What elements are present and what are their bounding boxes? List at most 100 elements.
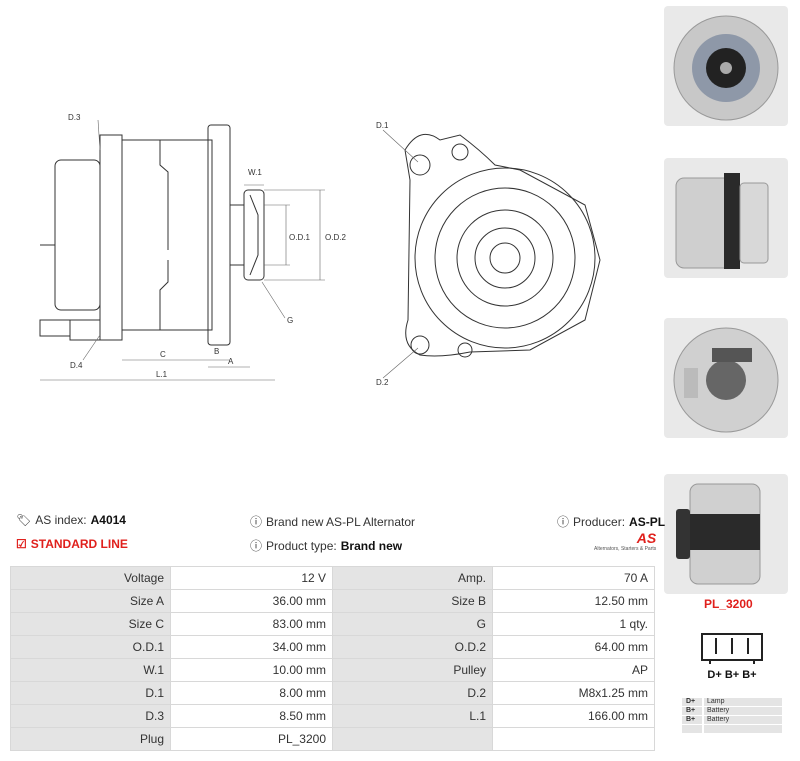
spec-label: D.3: [10, 704, 171, 728]
spec-value: 8.50 mm: [170, 704, 333, 728]
plug-pin-name: B+: [682, 716, 702, 724]
shaft-nut: [489, 242, 521, 274]
info-icon: ⓘ: [250, 539, 263, 553]
product-type-label: Product type:: [266, 538, 337, 553]
photo-top-view[interactable]: [664, 474, 788, 594]
spec-value: 166.00 mm: [492, 704, 655, 728]
spec-value: 36.00 mm: [170, 589, 333, 613]
spec-label: D.1: [10, 681, 171, 705]
plug-pin-name: [682, 725, 702, 733]
spec-value: 8.00 mm: [170, 681, 333, 705]
tag-icon: 🏷︎: [16, 513, 32, 527]
spec-value: M8x1.25 mm: [492, 681, 655, 705]
checkbox-icon: ☑: [16, 537, 27, 551]
label-b: B: [214, 347, 219, 356]
pulley-face: [456, 209, 554, 307]
spec-value: 10.00 mm: [170, 658, 333, 682]
producer-label: Producer:: [573, 514, 626, 529]
rear-flange: [99, 134, 123, 341]
mount-hole-bottom: [410, 335, 430, 355]
spec-value: 64.00 mm: [492, 635, 655, 659]
plug-diagram: D+ B+ B+: [701, 633, 763, 681]
label-d2: D.2: [376, 378, 389, 387]
spec-label: Amp.: [332, 566, 493, 590]
as-index-value: A4014: [90, 513, 126, 527]
spec-label: L.1: [332, 704, 493, 728]
photo-front-pulley[interactable]: [664, 6, 788, 126]
spec-value: 12.50 mm: [492, 589, 655, 613]
pulley-groove: [249, 194, 259, 276]
spec-label: Plug: [10, 727, 171, 751]
technical-drawing: D.3 D.4 W.1 O.D.1 O.D.2 G C B A L.1 D.1 …: [39, 113, 601, 387]
plug-legend-row: B+Battery: [682, 707, 782, 715]
label-g: G: [287, 316, 293, 325]
spec-value: 83.00 mm: [170, 612, 333, 636]
photo-side-view[interactable]: [664, 158, 788, 278]
spec-label: [332, 727, 493, 751]
pulley-inner: [474, 227, 536, 289]
spec-label: O.D.1: [10, 635, 171, 659]
mount-hole-top: [409, 154, 431, 176]
plug-pins: D+ B+ B+: [707, 669, 756, 681]
plug-legend-row: D+Lamp: [682, 698, 782, 706]
mount-hole-top-right: [451, 143, 469, 161]
spec-label: Size C: [10, 612, 171, 636]
producer: ⓘ Producer: AS-PL: [557, 513, 665, 530]
logo-tagline: Alternators, Starters & Parts: [594, 546, 657, 552]
spec-label: Pulley: [332, 658, 493, 682]
spec-value: 34.00 mm: [170, 635, 333, 659]
label-d3: D.3: [68, 113, 81, 122]
spec-label: D.2: [332, 681, 493, 705]
pulley-side: [243, 189, 265, 281]
stator-body: [121, 139, 213, 331]
photo-rear-view[interactable]: [664, 318, 788, 438]
as-index: 🏷︎ AS index: A4014: [16, 513, 126, 527]
front-outer-ring: [414, 167, 596, 349]
terminal-block: [69, 319, 101, 341]
as-pl-logo: AS Alternators, Starters & Parts: [594, 530, 656, 552]
spec-label: O.D.2: [332, 635, 493, 659]
stator-split: [159, 140, 169, 330]
label-d1: D.1: [376, 121, 389, 130]
info-icon: ⓘ: [557, 515, 570, 529]
plug-pin-name: D+: [682, 698, 702, 706]
producer-value: AS-PL: [629, 514, 666, 529]
spec-value: [492, 727, 655, 751]
plug-legend-row: B+Battery: [682, 716, 782, 724]
spec-value: 1 qty.: [492, 612, 655, 636]
description-text: Brand new AS-PL Alternator: [266, 514, 415, 529]
label-a: A: [228, 357, 234, 366]
shaft-hub: [229, 204, 245, 266]
description: ⓘ Brand new AS-PL Alternator: [250, 513, 415, 530]
spec-value: 12 V: [170, 566, 333, 590]
label-od1: O.D.1: [289, 233, 310, 242]
as-index-label: AS index:: [35, 513, 87, 527]
spec-label: Size A: [10, 589, 171, 613]
label-c: C: [160, 350, 166, 359]
front-housing: [404, 133, 601, 357]
product-type: ⓘ Product type: Brand new: [250, 537, 402, 554]
spec-value: 70 A: [492, 566, 655, 590]
spec-label: W.1: [10, 658, 171, 682]
spec-label: G: [332, 612, 493, 636]
product-type-value: Brand new: [340, 538, 403, 553]
spec-value: PL_3200: [170, 727, 333, 751]
front-flange: [207, 124, 231, 346]
spec-label: Voltage: [10, 566, 171, 590]
plug-legend-row: [682, 725, 782, 733]
plug-title: PL_3200: [704, 597, 753, 611]
rear-housing: [54, 159, 101, 311]
info-icon: ⓘ: [250, 515, 263, 529]
label-l1: L.1: [156, 370, 168, 379]
mount-hole-bottom-right: [457, 342, 473, 358]
label-w1: W.1: [248, 168, 262, 177]
